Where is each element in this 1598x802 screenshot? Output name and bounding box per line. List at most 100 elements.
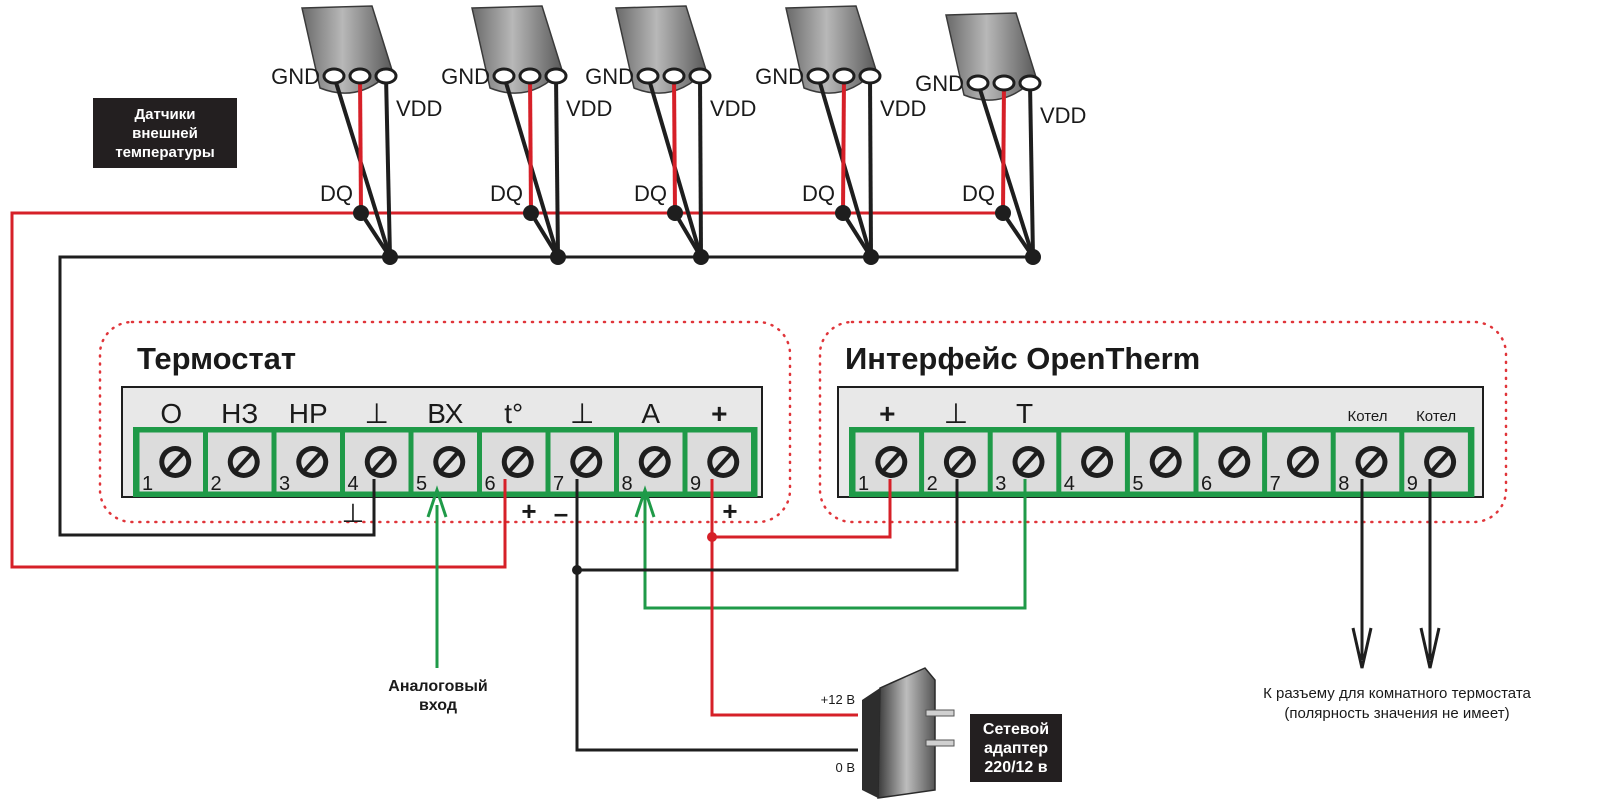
dq-junction <box>523 205 539 221</box>
sensor-4: GND VDD DQ <box>755 5 926 265</box>
screw-icon <box>1424 446 1457 478</box>
sensor-gnd-label: GND <box>915 71 964 96</box>
gnd-junction <box>550 249 566 265</box>
screw-icon <box>1081 446 1114 478</box>
sensors-label-line1: Датчики <box>134 106 195 123</box>
analog-input-label-2: вход <box>419 697 457 714</box>
screw-icon <box>570 446 603 478</box>
thermostat-terminal-number: 7 <box>553 473 564 495</box>
analog-input-label-1: Аналоговый <box>388 678 487 695</box>
screw-icon <box>501 446 534 478</box>
opentherm-terminal-number: 7 <box>1270 473 1281 495</box>
opentherm-terminal-label: Котел <box>1347 408 1387 425</box>
dq-junction <box>995 205 1011 221</box>
thermostat-terminal-label: t° <box>504 398 523 429</box>
thermostat-terminal-label: + <box>711 398 727 429</box>
sensor-3: GND VDD DQ <box>585 5 756 265</box>
screw-icon <box>159 446 192 478</box>
sensor-dq-label: DQ <box>320 181 353 206</box>
screw-icon <box>1218 446 1251 478</box>
sensor-vdd-label: VDD <box>710 96 756 121</box>
sensor-dq-label: DQ <box>634 181 667 206</box>
sensor-gnd-label: GND <box>755 64 804 89</box>
dq-junction <box>353 205 369 221</box>
opentherm-terminal-label: + <box>879 398 895 429</box>
sensor-1: GND VDD DQ <box>271 5 442 265</box>
screw-icon <box>1286 446 1319 478</box>
power-adapter: +12 В 0 В Сетевой адаптер 220/12 в <box>821 667 1062 799</box>
analog-arrow-head <box>426 485 448 518</box>
sensor-dq-label: DQ <box>802 181 835 206</box>
plus12-wire <box>710 479 858 717</box>
t7-minus-mark: – <box>554 498 568 528</box>
t9-plus-mark: + <box>722 496 737 526</box>
opentherm-terminal-number: 3 <box>995 473 1006 495</box>
sensors-label-line3: температуры <box>115 144 214 161</box>
thermostat-terminal-number: 9 <box>690 473 701 495</box>
opentherm-title: Интерфейс OpenTherm <box>845 341 1200 376</box>
thermostat-terminal-number: 5 <box>416 473 427 495</box>
thermostat-terminal-number: 3 <box>279 473 290 495</box>
thermostat-terminal-label: А <box>641 398 660 429</box>
opentherm-terminal-number: 2 <box>927 473 938 495</box>
screw-icon <box>707 446 740 478</box>
thermostat-terminal-6 <box>479 429 549 495</box>
adapter-label-2: адаптер <box>984 740 1048 757</box>
gnd-junction <box>863 249 879 265</box>
opentherm-terminal-number: 6 <box>1201 473 1212 495</box>
t6-plus-mark: + <box>521 496 536 526</box>
screw-icon <box>296 446 329 478</box>
sensor-vdd-label: VDD <box>396 96 442 121</box>
t-signal-wire <box>643 479 1027 610</box>
thermostat-terminal-number: 1 <box>142 473 153 495</box>
sensor-vdd-label: VDD <box>880 96 926 121</box>
thermostat-terminal-8 <box>616 429 686 495</box>
gnd-junction <box>382 249 398 265</box>
boiler-arrow-8 <box>1351 627 1373 669</box>
screw-icon <box>364 446 397 478</box>
thermostat-terminal-number: 8 <box>622 473 633 495</box>
thermostat-group-outline <box>98 320 792 524</box>
opentherm-terminal-number: 5 <box>1132 473 1143 495</box>
opentherm-terminal-number: 8 <box>1338 473 1349 495</box>
dq-junction <box>835 205 851 221</box>
thermostat-terminal-label: ⊥ <box>570 398 594 429</box>
thermostat-title: Термостат <box>137 341 296 376</box>
sensor-dq-label: DQ <box>962 181 995 206</box>
thermostat-terminal-label: ⊥ <box>365 398 389 429</box>
boiler-arrow-9 <box>1419 627 1441 669</box>
opentherm-terminal-number: 1 <box>858 473 869 495</box>
sensor-gnd-label: GND <box>441 64 490 89</box>
opentherm-group-outline <box>818 320 1508 524</box>
thermostat-terminal-number: 2 <box>211 473 222 495</box>
thermostat-terminal-number: 6 <box>485 473 496 495</box>
sensors-label-line2: внешней <box>132 125 198 142</box>
adapter-label-3: 220/12 в <box>984 759 1047 776</box>
opentherm-terminal-label: Котел <box>1416 408 1456 425</box>
screw-icon <box>227 446 260 478</box>
adapter-zero-label: 0 В <box>835 760 855 775</box>
sensor-gnd-label: GND <box>271 64 320 89</box>
dq-junction <box>667 205 683 221</box>
thermostat-terminal-label: ВХ <box>427 398 463 429</box>
zero-junction <box>572 565 582 575</box>
thermostat-terminal-label: НЗ <box>221 398 258 429</box>
screw-icon <box>1012 446 1045 478</box>
thermostat-terminal-number: 4 <box>348 473 359 495</box>
sensor-vdd-label: VDD <box>566 96 612 121</box>
opentherm-terminal-number: 9 <box>1407 473 1418 495</box>
sensor-gnd-label: GND <box>585 64 634 89</box>
plus12-to-ot-wire <box>712 479 892 539</box>
opentherm-terminal-number: 4 <box>1064 473 1075 495</box>
adapter-label-1: Сетевой <box>983 721 1049 738</box>
screw-icon <box>875 446 908 478</box>
sensors-label: Датчики внешней температуры <box>93 98 237 168</box>
thermostat-terminal-label: НР <box>289 398 328 429</box>
screw-icon <box>1355 446 1388 478</box>
